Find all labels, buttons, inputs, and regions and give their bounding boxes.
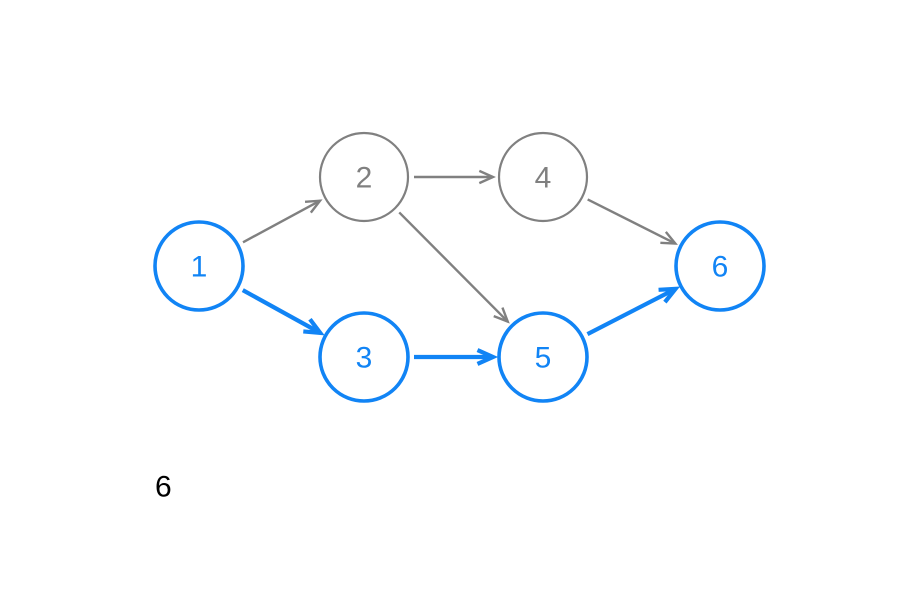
edge-line-5-6 [586, 286, 677, 337]
node-circle-4[interactable] [497, 131, 589, 223]
edge-line-2-5 [398, 211, 509, 323]
edge-arrowhead-4-6 [660, 231, 678, 245]
edge-3-5 [414, 348, 499, 366]
node-3[interactable]: 3 [318, 311, 410, 403]
node-2[interactable]: 2 [318, 131, 410, 223]
edge-arrowhead-3-5 [476, 348, 499, 366]
edge-arrowhead-2-5 [493, 307, 510, 324]
node-circle-3[interactable] [318, 311, 410, 403]
edges-layer [241, 169, 681, 366]
edge-5-6 [586, 286, 681, 337]
edge-arrowhead-2-4 [478, 169, 496, 185]
node-circle-2[interactable] [318, 131, 410, 223]
nodes-layer: 1 2 3 4 5 6 [153, 131, 766, 403]
result-value-label: 6 [155, 471, 172, 504]
node-label-2: 2 [356, 162, 373, 195]
node-label-6: 6 [712, 251, 729, 284]
edge-arrowhead-1-2 [304, 199, 323, 214]
node-label-4: 4 [535, 162, 552, 195]
edge-arrowhead-5-6 [658, 286, 681, 304]
node-circle-5[interactable] [497, 311, 589, 403]
edge-arrowhead-1-3 [303, 318, 325, 336]
node-1[interactable]: 1 [153, 220, 245, 312]
edge-4-6 [587, 198, 678, 245]
node-circle-6[interactable] [674, 220, 766, 312]
edge-2-5 [398, 211, 510, 324]
edge-line-1-2 [242, 199, 321, 244]
node-label-5: 5 [535, 342, 552, 375]
node-5[interactable]: 5 [497, 311, 589, 403]
edge-line-1-3 [241, 288, 322, 335]
edge-line-4-6 [587, 198, 676, 245]
node-label-1: 1 [191, 251, 208, 284]
node-circle-1[interactable] [153, 220, 245, 312]
node-label-3: 3 [356, 342, 373, 375]
edge-1-2 [242, 199, 323, 244]
edge-1-3 [241, 288, 325, 336]
node-6[interactable]: 6 [674, 220, 766, 312]
edge-2-4 [414, 169, 496, 185]
node-4[interactable]: 4 [497, 131, 589, 223]
